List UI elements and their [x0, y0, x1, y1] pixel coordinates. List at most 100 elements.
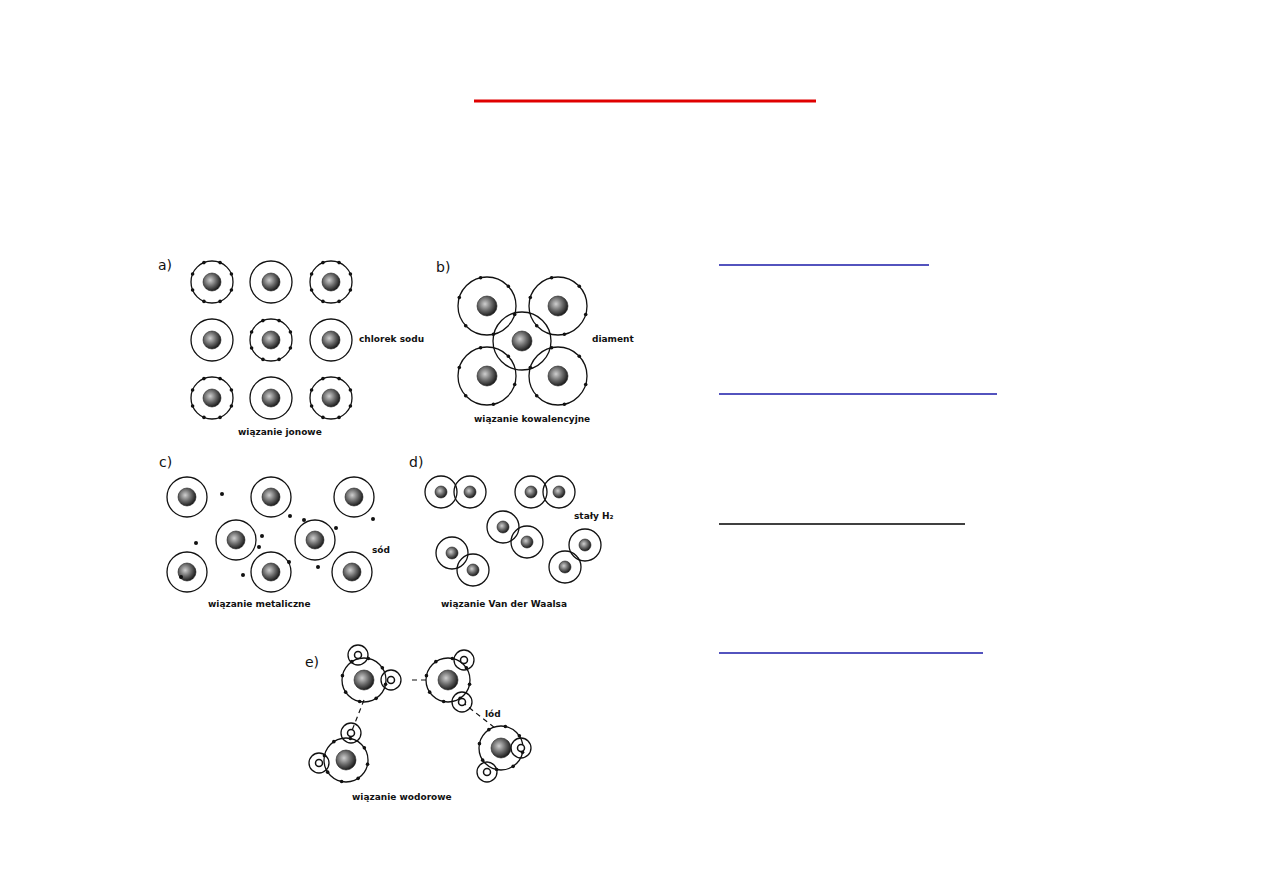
electron	[302, 518, 306, 522]
panel-letter: e)	[305, 655, 319, 670]
electron-shell	[477, 762, 497, 782]
nucleus	[579, 539, 591, 551]
electron	[337, 416, 341, 420]
electron	[202, 300, 206, 304]
electron	[191, 404, 195, 408]
electron	[528, 296, 532, 300]
substance-label: diament	[592, 335, 634, 345]
electron	[464, 394, 468, 398]
electron-shell	[479, 726, 523, 770]
electron	[321, 261, 325, 265]
electron-shell	[454, 650, 474, 670]
nucleus	[559, 561, 571, 573]
nucleus	[227, 531, 245, 549]
electron	[250, 330, 254, 334]
nucleus	[512, 331, 532, 351]
electron	[584, 383, 588, 387]
electron	[349, 388, 353, 392]
electron	[337, 300, 341, 304]
electron	[326, 770, 330, 774]
electron	[550, 276, 554, 280]
panel-caption: wiązanie Van der Waalsa	[441, 600, 567, 610]
electron	[374, 697, 378, 701]
nucleus	[548, 296, 568, 316]
nucleus	[446, 547, 458, 559]
electron	[202, 416, 206, 420]
electron	[506, 354, 510, 358]
electron	[261, 358, 265, 362]
nucleus	[477, 296, 497, 316]
electron-shell	[324, 738, 368, 782]
electron	[334, 526, 338, 530]
electron	[230, 288, 234, 292]
nucleus	[336, 750, 356, 770]
electron	[358, 700, 362, 704]
proton	[316, 760, 323, 767]
electron-shell	[452, 692, 472, 712]
electron-shell	[191, 319, 233, 361]
link-underline	[719, 393, 997, 395]
nucleus	[354, 670, 374, 690]
electron-shell	[250, 261, 292, 303]
substance-label: chlorek sodu	[359, 335, 424, 345]
electron	[340, 780, 344, 784]
text-underline	[719, 523, 965, 525]
electron	[218, 377, 222, 381]
electron-shell	[511, 738, 531, 758]
electron	[513, 383, 517, 387]
electron	[425, 674, 429, 678]
electron	[287, 560, 291, 564]
electron-shell	[309, 753, 329, 773]
nucleus	[262, 273, 280, 291]
electron-shell	[569, 529, 601, 561]
substance-label: lód	[485, 710, 501, 720]
proton	[348, 730, 355, 737]
electron	[230, 272, 234, 276]
link-underline	[719, 652, 983, 654]
electron	[321, 377, 325, 381]
electron-shell	[341, 723, 361, 743]
electron-shell	[425, 476, 457, 508]
nucleus	[345, 488, 363, 506]
electron	[481, 758, 485, 762]
electron	[337, 261, 341, 265]
electron	[332, 740, 336, 744]
electron	[487, 728, 491, 732]
electron	[191, 288, 195, 292]
electron	[218, 300, 222, 304]
nucleus	[203, 389, 221, 407]
electron	[535, 394, 539, 398]
electron	[260, 534, 264, 538]
nucleus	[322, 273, 340, 291]
electron	[337, 377, 341, 381]
electron-shell	[310, 319, 352, 361]
electron-shell	[454, 476, 486, 508]
panel-caption: wiązanie wodorowe	[352, 793, 452, 803]
nucleus	[553, 486, 565, 498]
proton	[484, 769, 491, 776]
electron	[310, 388, 314, 392]
electron-shell	[515, 476, 547, 508]
electron	[241, 573, 245, 577]
electron	[563, 402, 567, 406]
proton	[461, 657, 468, 664]
electron	[261, 319, 265, 323]
electron	[344, 690, 348, 694]
electron	[277, 358, 281, 362]
panel-letter: a)	[158, 258, 172, 273]
electron	[230, 388, 234, 392]
electron	[428, 690, 432, 694]
electron-shell	[332, 552, 372, 592]
nucleus	[203, 331, 221, 349]
nucleus	[438, 670, 458, 690]
electron-shell	[543, 476, 575, 508]
panel-letter: c)	[159, 455, 172, 470]
electron	[363, 746, 367, 750]
nucleus	[322, 389, 340, 407]
electron-shell	[458, 277, 516, 335]
electron	[321, 416, 325, 420]
hydrogen-bond	[351, 700, 364, 733]
electron	[577, 284, 581, 288]
electron-shell	[549, 551, 581, 583]
electron	[230, 404, 234, 408]
